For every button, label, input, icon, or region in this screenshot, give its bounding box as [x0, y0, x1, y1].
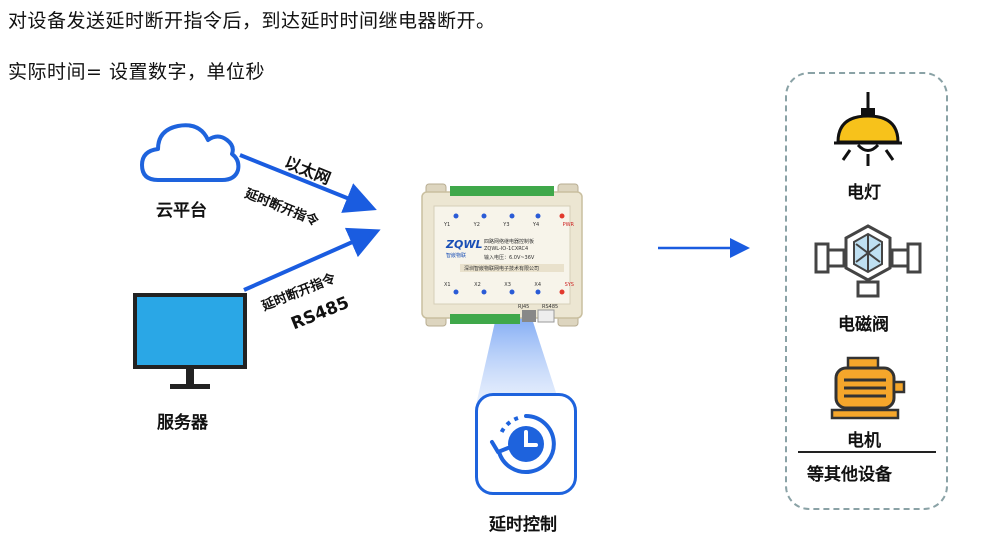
input-x3-label: X3: [504, 282, 511, 288]
loads-divider: [798, 451, 936, 453]
cloud-icon: [140, 123, 241, 182]
output-y2-label: Y2: [473, 222, 480, 228]
monitor-icon: [133, 293, 247, 389]
relay-controller-device: Y1 Y2 Y3 Y4 PWR ZQWL 智嵌物联 四路网络继电器控制板 ZQW…: [420, 180, 584, 330]
input-x2-label: X2: [474, 282, 481, 288]
loads-panel: [785, 72, 948, 510]
pwr-label: PWR: [562, 222, 574, 228]
rj45-port-label: RJ45: [518, 304, 530, 310]
rs485-port-label: RS485: [542, 304, 559, 310]
light-beam: [476, 300, 560, 405]
solenoid-valve-label: 电磁阀: [838, 315, 889, 335]
brand-sub: 智嵌物联: [446, 253, 467, 259]
input-x1-label: X1: [444, 282, 451, 288]
sys-label: SYS: [564, 282, 574, 288]
clock-icon: [490, 414, 556, 474]
output-y4-label: Y4: [532, 222, 540, 228]
server-to-device-arrow: [243, 227, 381, 292]
motor-label: 电机: [847, 431, 881, 451]
other-devices-label: 等其他设备: [807, 465, 892, 485]
output-y3-label: Y3: [503, 222, 510, 228]
solenoid-valve-icon: [814, 224, 922, 298]
cloud-platform-label: 云平台: [156, 201, 207, 221]
lamp-icon: [834, 92, 902, 166]
timer-control-box: [475, 393, 577, 495]
output-y1-label: Y1: [444, 222, 451, 228]
product-power: 输入电压：6.0V~36V: [484, 255, 535, 261]
input-x4-label: X4: [534, 282, 542, 288]
description-line-2: 实际时间= 设置数字，单位秒: [8, 61, 265, 83]
description-line-1: 对设备发送延时断开指令后，到达延时时间继电器断开。: [8, 10, 496, 32]
company-name: 深圳智嵌物联网电子技术有限公司: [464, 266, 540, 272]
motor-icon: [830, 356, 906, 420]
cloud-to-device-arrow: [239, 153, 377, 213]
lamp-label: 电灯: [847, 183, 881, 203]
product-model: ZQWL-IO-1CXRC4: [484, 246, 529, 252]
product-name: 四路网络继电器控制板: [484, 239, 535, 245]
server-label: 服务器: [157, 413, 208, 433]
brand-logo: ZQWL: [446, 238, 483, 251]
timer-control-label: 延时控制: [489, 515, 557, 535]
